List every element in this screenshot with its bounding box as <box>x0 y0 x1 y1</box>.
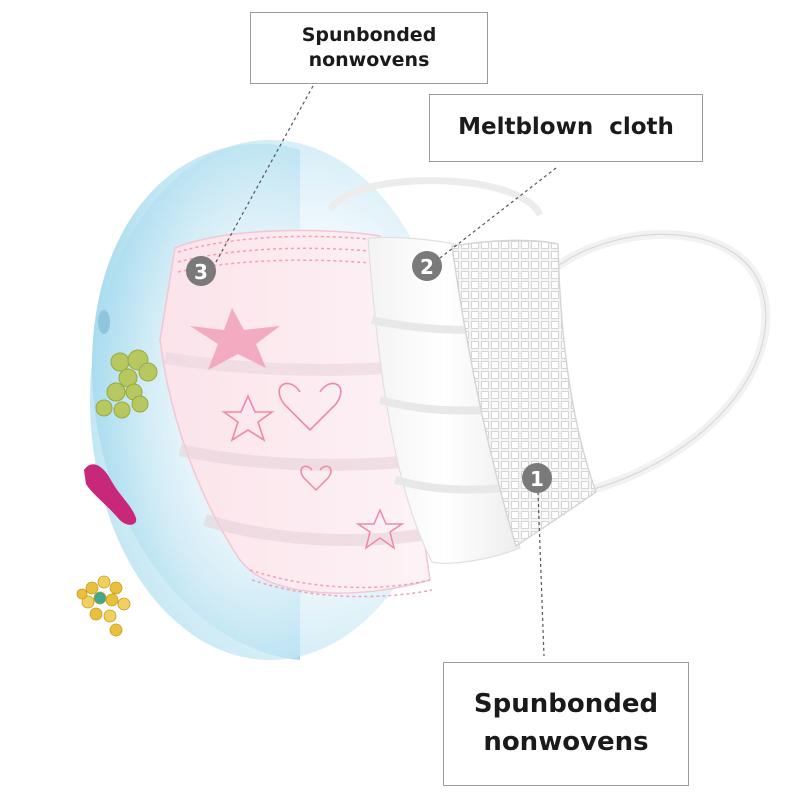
label-outer-line2: nonwovens <box>302 48 437 73</box>
marker-3-label: 3 <box>194 260 208 284</box>
label-outer-line1: Spunbonded <box>302 23 437 48</box>
marker-1: 1 <box>522 463 552 493</box>
marker-3: 3 <box>186 256 216 286</box>
ear-loop-right-edge <box>555 234 766 490</box>
marker-2: 2 <box>412 251 442 281</box>
ear-loop-right <box>555 234 766 490</box>
label-outer-layer: Spunbonded nonwovens <box>250 12 488 84</box>
marker-1-label: 1 <box>530 467 544 491</box>
marker-2-label: 2 <box>420 255 434 279</box>
label-inner-layer: Spunbonded nonwovens <box>443 662 689 786</box>
label-inner-line2: nonwovens <box>474 724 658 762</box>
yellow-particle-cluster <box>77 576 130 636</box>
label-middle-text: Meltblown cloth <box>458 113 674 143</box>
sky-bump <box>98 310 110 334</box>
label-inner-line1: Spunbonded <box>474 686 658 724</box>
label-middle-layer: Meltblown cloth <box>429 94 703 162</box>
